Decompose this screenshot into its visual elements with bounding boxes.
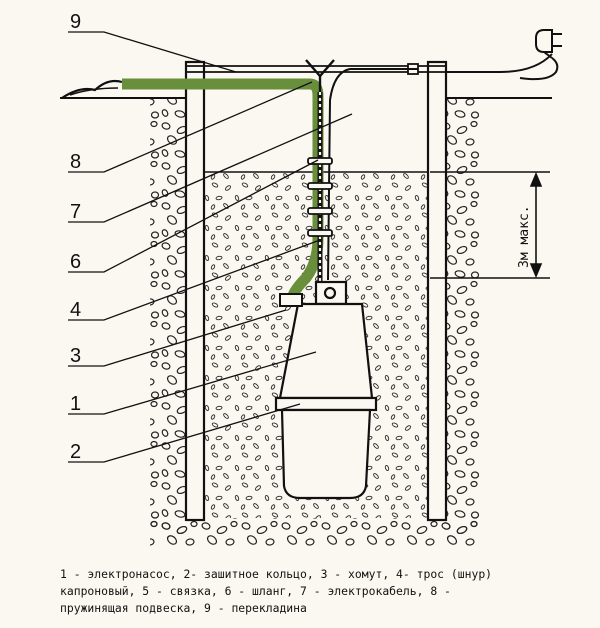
electric-cable xyxy=(327,53,553,281)
depth-dimension xyxy=(430,171,550,279)
callout-6: 6 xyxy=(70,251,81,273)
tie-bands xyxy=(307,157,333,237)
diagram-canvas: 3м макс. 9 8 7 6 4 3 1 2 xyxy=(60,11,562,548)
callout-2: 2 xyxy=(70,441,81,463)
well-casing xyxy=(184,60,448,522)
callout-7: 7 xyxy=(70,201,81,223)
callout-9: 9 xyxy=(70,11,81,33)
callout-1: 1 xyxy=(70,393,81,415)
spring-hanger xyxy=(305,59,335,92)
callout-3: 3 xyxy=(70,345,81,367)
plug-icon xyxy=(519,29,562,81)
hose-clamp xyxy=(279,293,303,307)
caption-line-2: капроновый, 5 - связка, 6 - шланг, 7 - э… xyxy=(60,584,451,598)
electric-pump xyxy=(274,280,378,500)
caption-line-1: 1 - электронасос, 2- зашитное кольцо, 3 … xyxy=(60,567,493,581)
depth-dimension-label: 3м макс. xyxy=(517,205,532,268)
hose xyxy=(122,78,324,301)
leader-lines xyxy=(68,31,353,463)
ground-surface xyxy=(60,79,552,99)
caption-line-3: пружинящая подвеска, 9 - перекладина xyxy=(60,601,307,615)
callout-8: 8 xyxy=(70,151,81,173)
callout-4: 4 xyxy=(70,299,81,321)
legend-caption: 1 - электронасос, 2- зашитное кольцо, 3 … xyxy=(60,566,590,617)
